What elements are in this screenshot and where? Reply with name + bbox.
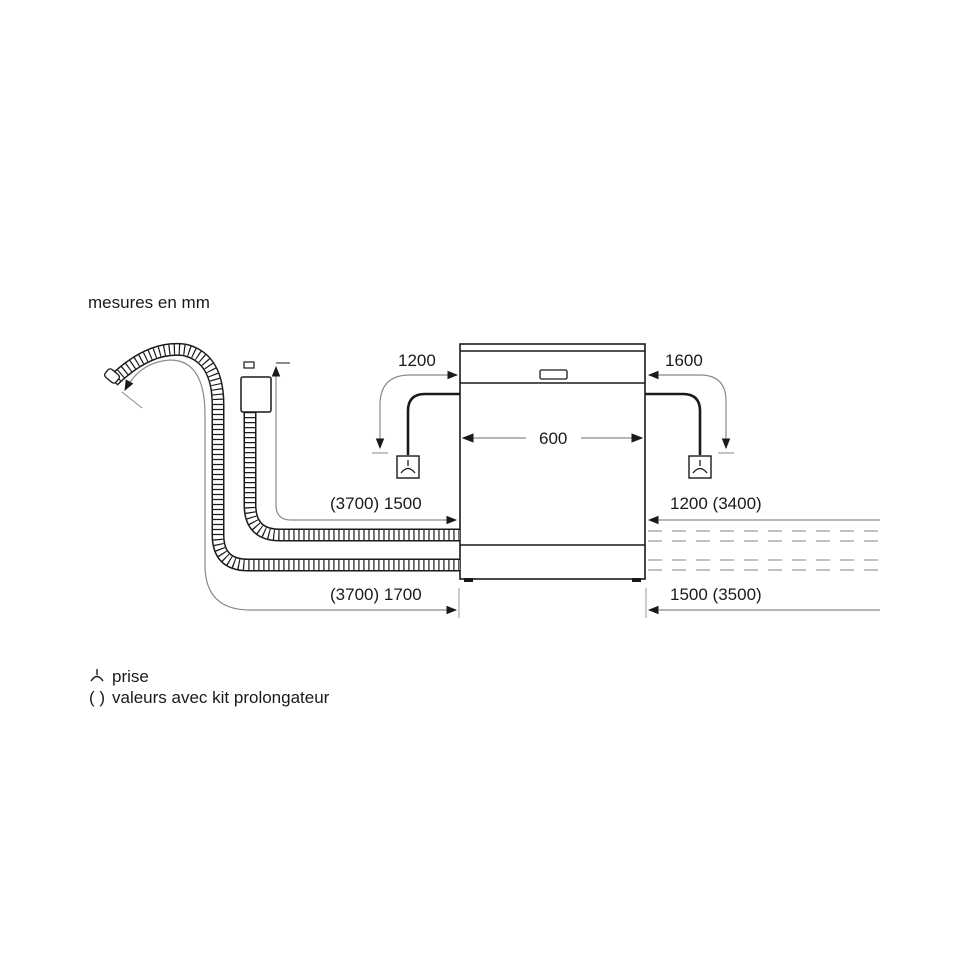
power-right-label: 1600 — [665, 351, 703, 370]
drain-left-label: (3700) 1700 — [330, 585, 422, 604]
power-cord-right — [645, 370, 734, 479]
control-panel-handle — [539, 369, 568, 380]
parentheses-symbol: ( ) — [88, 688, 106, 707]
right-hoses — [645, 515, 880, 618]
power-cord-left — [372, 370, 460, 479]
power-left-label: 1200 — [398, 351, 436, 370]
diagram-title: mesures en mm — [88, 293, 210, 312]
dishwasher — [459, 343, 646, 582]
legend-item-outlet: prise — [88, 668, 329, 685]
foot-left — [464, 578, 473, 582]
outlet-icon — [88, 668, 106, 685]
legend: prise ( ) valeurs avec kit prolongateur — [88, 668, 329, 706]
inlet-right-label: 1200 (3400) — [670, 494, 762, 513]
legend-item-parentheses: ( ) valeurs avec kit prolongateur — [88, 688, 330, 707]
drain-right-label: 1500 (3500) — [670, 585, 762, 604]
inlet-left-label: (3700) 1500 — [330, 494, 422, 513]
width-label: 600 — [536, 430, 571, 447]
foot-right — [632, 578, 641, 582]
drain-hose-left — [104, 342, 460, 615]
